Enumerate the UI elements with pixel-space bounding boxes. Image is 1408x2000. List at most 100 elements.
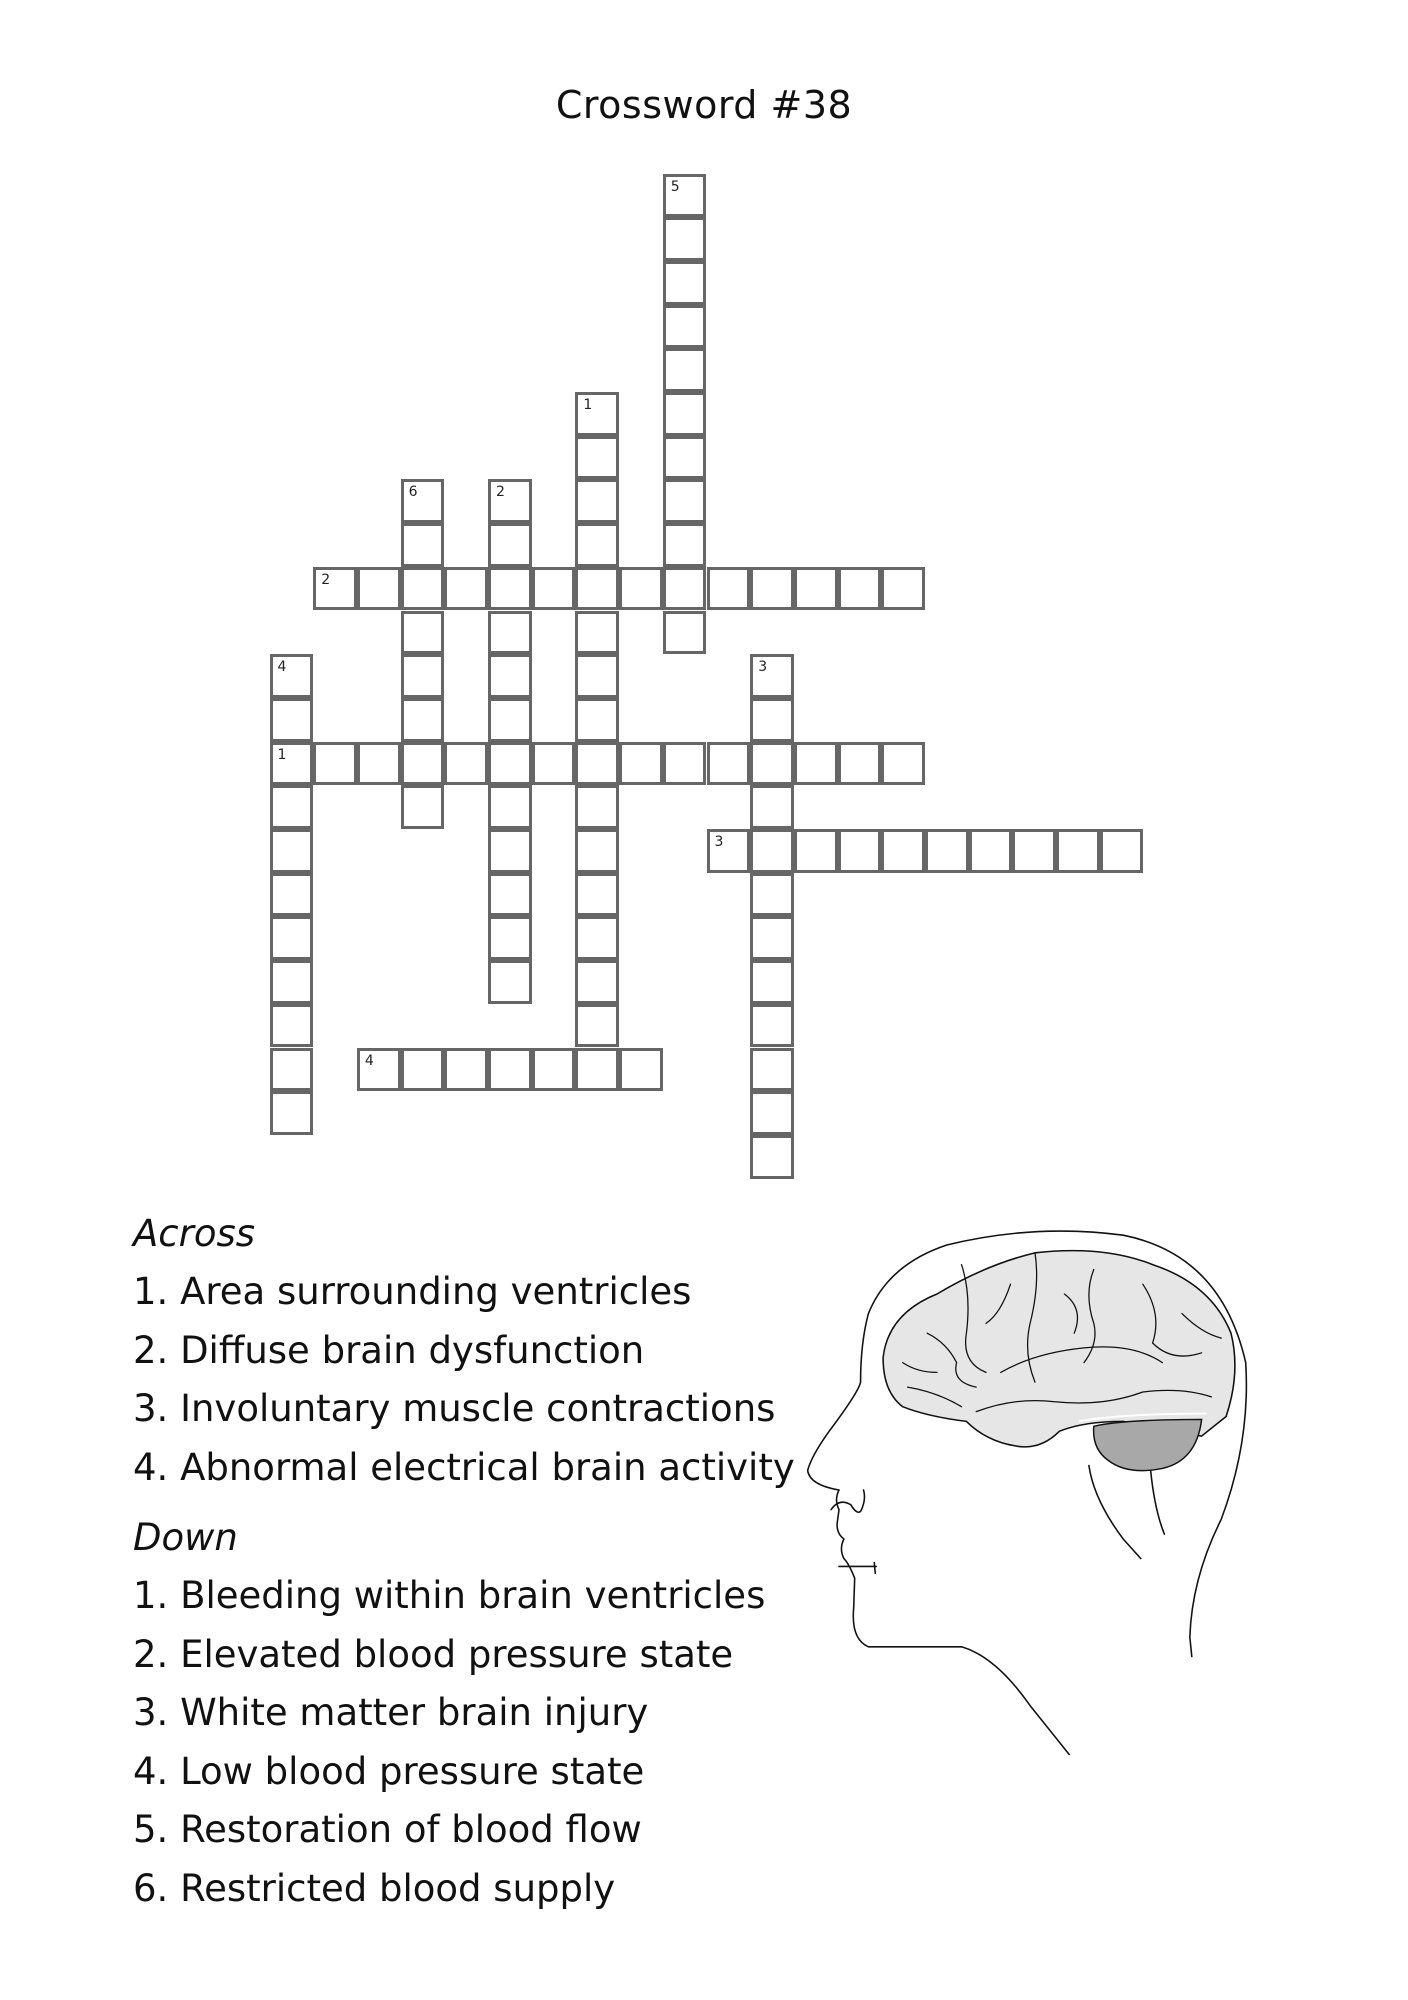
grid-cell[interactable] [925, 829, 969, 873]
grid-cell[interactable] [662, 741, 707, 786]
grid-cell[interactable] [531, 1047, 576, 1092]
grid-cell[interactable] [575, 566, 620, 611]
grid-cell[interactable] [575, 960, 620, 1004]
grid-cell[interactable] [575, 610, 620, 655]
grid-cell[interactable]: 2 [313, 566, 357, 611]
grid-cell[interactable] [400, 610, 445, 655]
grid-cell[interactable]: 6 [400, 479, 445, 524]
grid-cell[interactable] [488, 654, 532, 698]
grid-cell[interactable] [662, 479, 707, 524]
grid-cell[interactable] [575, 479, 620, 524]
grid-cell[interactable] [662, 348, 707, 392]
grid-cell[interactable] [706, 741, 751, 786]
grid-cell[interactable] [750, 741, 794, 786]
grid-cell[interactable] [750, 829, 794, 873]
grid-cell[interactable] [488, 566, 532, 611]
grid-cell[interactable] [269, 872, 314, 917]
grid-cell[interactable] [400, 741, 445, 786]
grid-cell[interactable] [444, 741, 488, 786]
grid-cell[interactable] [619, 566, 663, 611]
grid-cell[interactable] [269, 916, 314, 961]
grid-cell[interactable] [881, 741, 925, 786]
grid-cell[interactable] [793, 741, 838, 786]
grid-cell[interactable] [750, 960, 794, 1004]
grid-cell[interactable] [400, 785, 445, 829]
grid-cell[interactable] [400, 1047, 445, 1092]
grid-cell[interactable] [575, 1047, 620, 1092]
grid-cell[interactable] [662, 610, 707, 655]
grid-cell[interactable] [444, 566, 488, 611]
grid-cell[interactable] [269, 1047, 314, 1092]
grid-cell[interactable] [1099, 829, 1144, 873]
grid-cell[interactable] [1056, 829, 1100, 873]
grid-cell[interactable] [575, 872, 620, 917]
grid-cell[interactable]: 3 [706, 829, 751, 873]
grid-cell[interactable] [356, 741, 401, 786]
grid-cell[interactable] [575, 785, 620, 829]
grid-cell[interactable] [400, 697, 445, 742]
grid-cell[interactable] [488, 610, 532, 655]
grid-cell[interactable] [706, 566, 751, 611]
grid-cell[interactable] [269, 1091, 314, 1135]
grid-cell[interactable] [793, 829, 838, 873]
grid-cell[interactable] [575, 1003, 620, 1048]
grid-cell[interactable] [619, 1047, 663, 1092]
grid-cell[interactable] [662, 260, 707, 305]
grid-cell[interactable] [750, 785, 794, 829]
grid-cell[interactable] [750, 1091, 794, 1135]
grid-cell[interactable] [662, 392, 707, 436]
grid-cell[interactable] [881, 829, 925, 873]
grid-cell[interactable] [400, 654, 445, 698]
grid-cell[interactable] [313, 741, 357, 786]
grid-cell[interactable] [837, 566, 882, 611]
grid-cell[interactable] [269, 697, 314, 742]
grid-cell[interactable]: 4 [269, 654, 314, 698]
grid-cell[interactable] [488, 829, 532, 873]
grid-cell[interactable] [662, 523, 707, 567]
grid-cell[interactable] [488, 785, 532, 829]
grid-cell[interactable] [750, 1134, 794, 1179]
grid-cell[interactable] [837, 829, 882, 873]
grid-cell[interactable] [793, 566, 838, 611]
grid-cell[interactable]: 4 [356, 1047, 401, 1092]
grid-cell[interactable] [488, 916, 532, 961]
grid-cell[interactable] [662, 566, 707, 611]
grid-cell[interactable]: 3 [750, 654, 794, 698]
grid-cell[interactable] [837, 741, 882, 786]
grid-cell[interactable] [400, 566, 445, 611]
grid-cell[interactable] [488, 697, 532, 742]
grid-cell[interactable] [488, 872, 532, 917]
grid-cell[interactable] [488, 741, 532, 786]
grid-cell[interactable] [269, 960, 314, 1004]
grid-cell[interactable] [269, 829, 314, 873]
grid-cell[interactable] [662, 217, 707, 261]
grid-cell[interactable] [575, 523, 620, 567]
grid-cell[interactable] [488, 523, 532, 567]
grid-cell[interactable] [575, 435, 620, 480]
grid-cell[interactable]: 1 [575, 392, 620, 436]
grid-cell[interactable] [488, 1047, 532, 1092]
grid-cell[interactable] [269, 785, 314, 829]
grid-cell[interactable] [444, 1047, 488, 1092]
grid-cell[interactable] [750, 872, 794, 917]
grid-cell[interactable] [575, 697, 620, 742]
grid-cell[interactable] [1012, 829, 1057, 873]
grid-cell[interactable] [400, 523, 445, 567]
grid-cell[interactable] [750, 916, 794, 961]
grid-cell[interactable] [750, 1047, 794, 1092]
grid-cell[interactable] [488, 960, 532, 1004]
grid-cell[interactable] [662, 435, 707, 480]
grid-cell[interactable]: 1 [269, 741, 314, 786]
grid-cell[interactable] [269, 1003, 314, 1048]
grid-cell[interactable] [619, 741, 663, 786]
grid-cell[interactable] [575, 829, 620, 873]
grid-cell[interactable] [662, 304, 707, 349]
grid-cell[interactable] [575, 741, 620, 786]
grid-cell[interactable] [750, 1003, 794, 1048]
grid-cell[interactable] [531, 741, 576, 786]
grid-cell[interactable] [750, 566, 794, 611]
grid-cell[interactable] [356, 566, 401, 611]
grid-cell[interactable] [881, 566, 925, 611]
grid-cell[interactable] [575, 654, 620, 698]
grid-cell[interactable]: 5 [662, 173, 707, 218]
